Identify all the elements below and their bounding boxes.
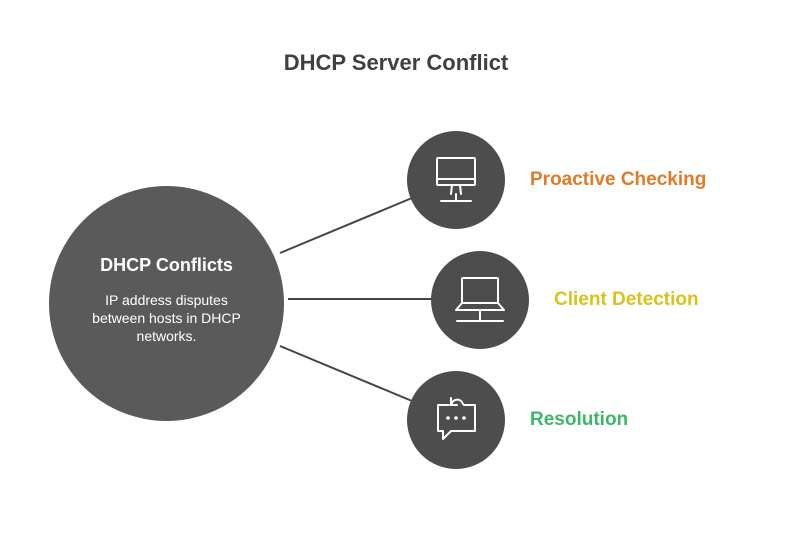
label-client-detection: Client Detection — [554, 289, 699, 310]
connector-line-resolution — [279, 345, 413, 402]
node-proactive-checking — [407, 131, 505, 229]
laptop-icon — [455, 277, 505, 322]
connector-line-proactive — [279, 197, 413, 254]
chat-refresh-icon — [437, 397, 476, 440]
node-resolution — [407, 371, 505, 469]
node-client-detection — [431, 251, 529, 349]
label-proactive-checking: Proactive Checking — [530, 169, 707, 190]
monitor-icon — [436, 157, 476, 202]
diagram-title: DHCP Server Conflict — [283, 50, 509, 75]
center-node-description: IP address disputes between hosts in DHC… — [92, 292, 241, 344]
center-node-title: DHCP Conflicts — [100, 255, 233, 275]
center-node: DHCP Conflicts IP address disputes betwe… — [49, 186, 284, 421]
label-resolution: Resolution — [530, 409, 629, 430]
